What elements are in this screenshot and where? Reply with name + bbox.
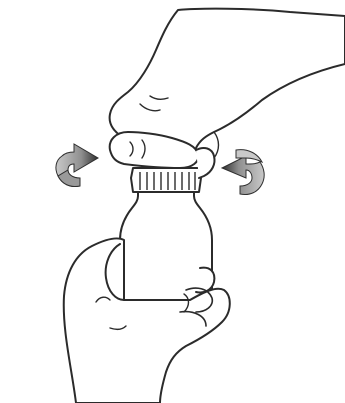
bottle-cap-icon bbox=[131, 168, 201, 192]
rotate-arrow-right-icon bbox=[222, 150, 264, 195]
rotate-arrow-left-icon bbox=[56, 144, 98, 187]
upper-hand-icon bbox=[110, 9, 345, 178]
